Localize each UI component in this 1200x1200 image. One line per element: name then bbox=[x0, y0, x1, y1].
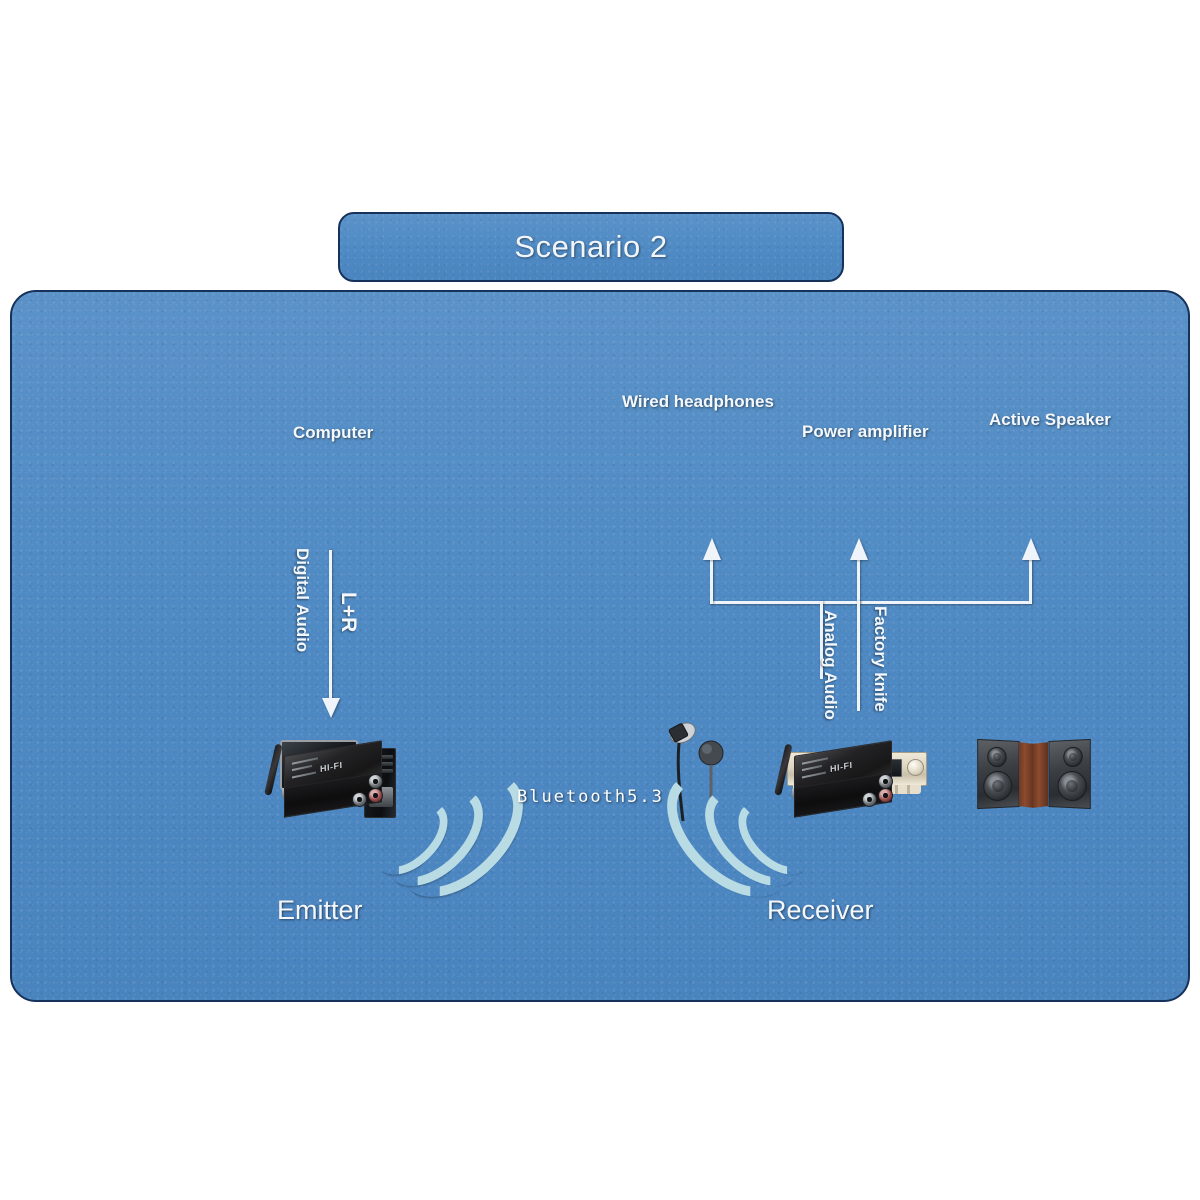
bluetooth-receiver-device: HI-FI bbox=[774, 730, 910, 822]
active-speaker-label: Active Speaker bbox=[989, 410, 1111, 429]
bluetooth-emitter-device: HI-FI bbox=[264, 730, 400, 822]
power-amplifier-label: Power amplifier bbox=[802, 422, 929, 441]
active-speaker-icon bbox=[977, 738, 1097, 812]
scenario-panel: Computer Digital Audio L+R Wired headpho… bbox=[10, 290, 1190, 1002]
wired-headphones-label: Wired headphones bbox=[622, 392, 774, 411]
scenario-title-text: Scenario 2 bbox=[514, 229, 668, 264]
wired-headphones-icon bbox=[667, 717, 737, 827]
digital-audio-label: Digital Audio bbox=[293, 548, 312, 653]
digital-audio-line bbox=[329, 550, 332, 706]
speaker-arrowhead bbox=[1022, 538, 1040, 560]
computer-label: Computer bbox=[293, 423, 374, 442]
headphones-riser-line bbox=[710, 560, 713, 604]
bluetooth-protocol-label: Bluetooth5.3 bbox=[517, 787, 664, 807]
lr-channel-label: L+R bbox=[337, 592, 360, 633]
receiver-trunk-line bbox=[857, 601, 860, 711]
analog-audio-label: Analog Audio bbox=[821, 610, 840, 720]
amplifier-arrowhead bbox=[850, 538, 868, 560]
digital-audio-arrowhead bbox=[322, 698, 340, 718]
headphones-arrowhead bbox=[703, 538, 721, 560]
scenario-title-tab: Scenario 2 bbox=[338, 212, 844, 282]
emitter-label: Emitter bbox=[277, 895, 363, 925]
analog-audio-branch-line bbox=[820, 601, 823, 679]
amplifier-riser-line bbox=[857, 560, 860, 604]
factory-knife-label: Factory knife bbox=[871, 606, 890, 712]
receiver-label: Receiver bbox=[767, 895, 874, 925]
output-bus-line bbox=[710, 601, 1032, 604]
speaker-riser-line bbox=[1029, 560, 1032, 604]
